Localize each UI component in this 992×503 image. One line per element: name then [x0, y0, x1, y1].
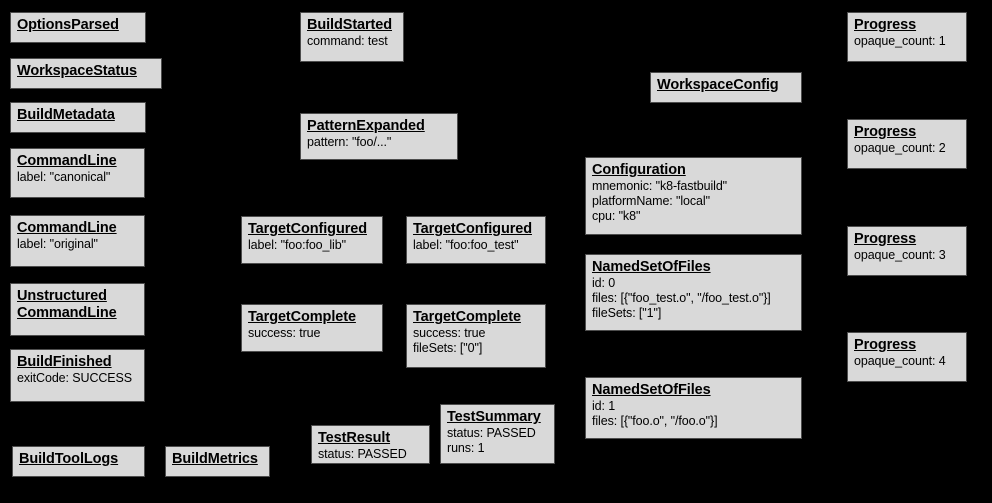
node-title: BuildFinished — [17, 354, 112, 370]
node-title: Unstructured CommandLine — [17, 288, 117, 321]
node-title: TestResult — [318, 430, 391, 446]
node-field: fileSets: ["0"] — [413, 341, 483, 355]
node-field: files: [{"foo_test.o", "/foo_test.o"}] — [592, 291, 771, 305]
node-field: fileSets: ["1"] — [592, 306, 662, 320]
node-options-parsed[interactable]: OptionsParsed — [10, 12, 146, 43]
node-field: command: test — [307, 34, 388, 48]
node-field: id: 0 — [592, 276, 616, 290]
node-title: WorkspaceConfig — [657, 77, 779, 93]
node-field: files: [{"foo.o", "/foo.o"}] — [592, 414, 718, 428]
node-field: opaque_count: 1 — [854, 34, 946, 48]
node-field: status: PASSED — [447, 426, 536, 440]
node-workspace-status[interactable]: WorkspaceStatus — [10, 58, 162, 89]
node-title: TargetComplete — [413, 309, 521, 325]
node-field: cpu: "k8" — [592, 209, 641, 223]
node-title: Progress — [854, 124, 917, 140]
node-field: platformName: "local" — [592, 194, 710, 208]
node-title: BuildMetrics — [172, 451, 258, 467]
node-field: success: true — [413, 326, 486, 340]
node-build-metadata[interactable]: BuildMetadata — [10, 102, 146, 133]
node-field: opaque_count: 2 — [854, 141, 946, 155]
node-title: BuildToolLogs — [19, 451, 119, 467]
node-title: NamedSetOfFiles — [592, 259, 711, 275]
node-title: BuildStarted — [307, 17, 393, 33]
node-title: NamedSetOfFiles — [592, 382, 711, 398]
node-title: WorkspaceStatus — [17, 63, 137, 79]
node-title: Configuration — [592, 162, 686, 178]
node-workspace-config[interactable]: WorkspaceConfig — [650, 72, 802, 103]
node-field: label: "original" — [17, 237, 98, 251]
node-field: label: "foo:foo_test" — [413, 238, 519, 252]
node-field: exitCode: SUCCESS — [17, 371, 133, 385]
node-title: OptionsParsed — [17, 17, 119, 33]
node-title: TargetConfigured — [248, 221, 367, 237]
node-build-tool-logs[interactable]: BuildToolLogs — [12, 446, 145, 477]
node-field: mnemonic: "k8-fastbuild" — [592, 179, 728, 193]
node-field: opaque_count: 3 — [854, 248, 946, 262]
node-field: opaque_count: 4 — [854, 354, 946, 368]
node-title: Progress — [854, 231, 917, 247]
node-title: BuildMetadata — [17, 107, 115, 123]
node-title: TargetConfigured — [413, 221, 532, 237]
node-title: TestSummary — [447, 409, 541, 425]
node-field: pattern: "foo/..." — [307, 135, 392, 149]
node-title: TargetComplete — [248, 309, 356, 325]
node-build-metrics[interactable]: BuildMetrics — [165, 446, 270, 477]
node-field: status: PASSED — [318, 447, 407, 461]
node-title: Progress — [854, 17, 917, 33]
node-field: label: "canonical" — [17, 170, 111, 184]
node-title: CommandLine — [17, 220, 117, 236]
node-title: CommandLine — [17, 153, 117, 169]
node-unstructured-command-line[interactable]: Unstructured CommandLine — [10, 283, 145, 336]
node-title: Progress — [854, 337, 917, 353]
node-title: PatternExpanded — [307, 118, 425, 134]
node-field: label: "foo:foo_lib" — [248, 238, 346, 252]
node-field: runs: 1 — [447, 441, 485, 455]
node-field: success: true — [248, 326, 321, 340]
node-field: id: 1 — [592, 399, 616, 413]
